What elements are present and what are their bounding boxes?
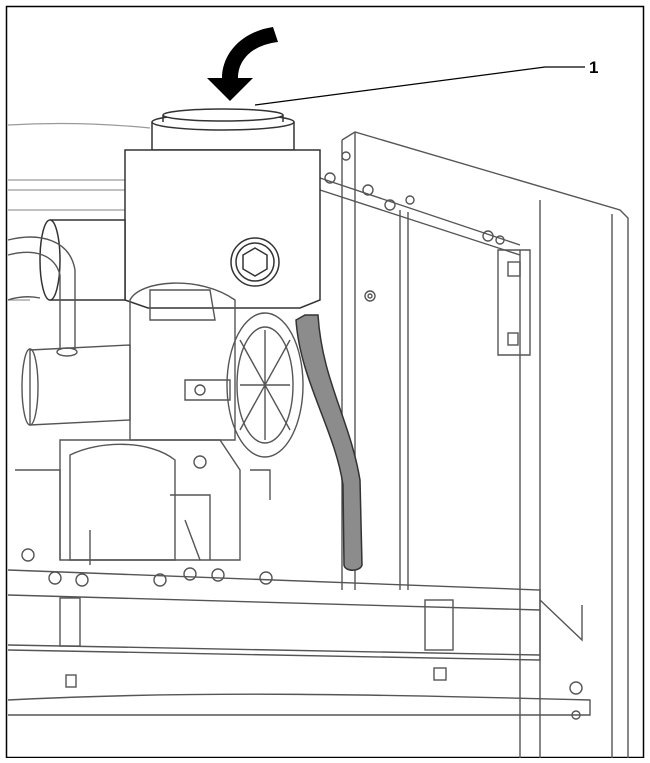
bottom-tray — [7, 548, 591, 720]
side-panel — [319, 131, 629, 758]
fan-motor — [21, 282, 304, 458]
callout-number: 1 — [589, 58, 599, 77]
curved-arrow-icon — [207, 27, 278, 101]
callout-leader-line — [254, 66, 585, 106]
lower-components — [15, 439, 271, 565]
hose — [295, 314, 363, 571]
casing-left — [7, 122, 151, 301]
valve-body — [39, 108, 321, 309]
